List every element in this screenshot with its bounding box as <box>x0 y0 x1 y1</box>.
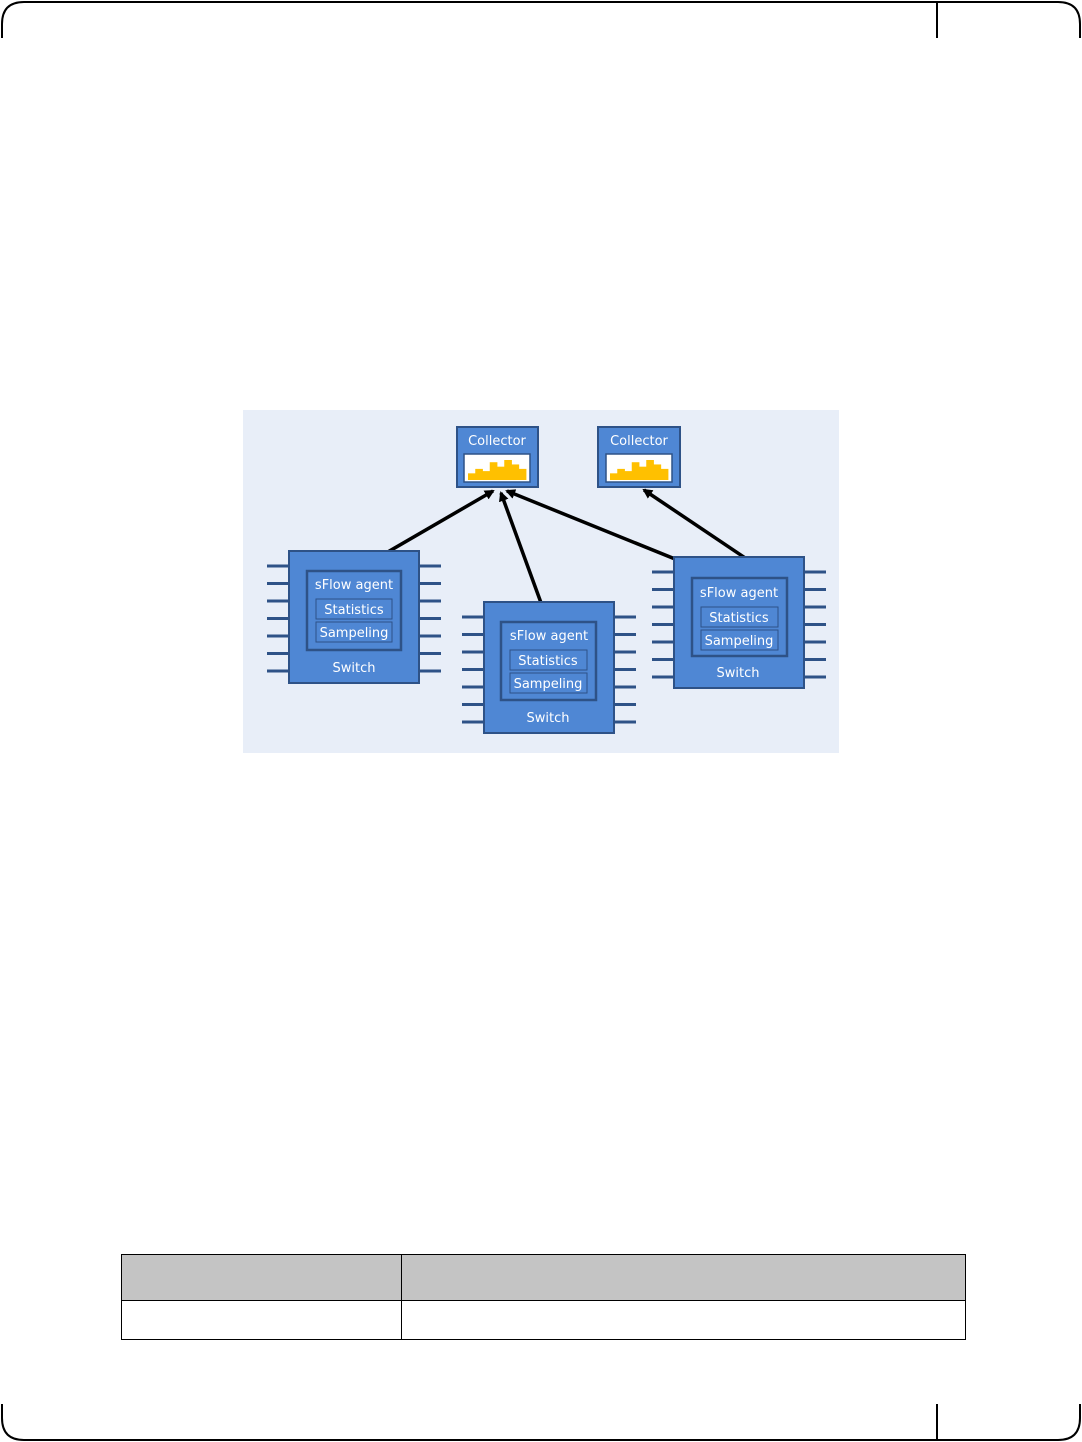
table-cell <box>121 1300 402 1340</box>
chart-bar <box>646 460 654 480</box>
chart-bar <box>518 468 527 480</box>
switch-ports <box>462 615 636 724</box>
switch-2: sFlow agent Statistics Sampeling Switch <box>462 601 636 734</box>
sflow-agent-label: sFlow agent <box>510 629 588 644</box>
statistics-box <box>509 649 588 671</box>
table-header-cell <box>401 1254 966 1301</box>
parameter-table <box>121 1254 966 1340</box>
chart-bar <box>610 473 618 480</box>
switch-label: Switch <box>527 711 570 726</box>
collector-2: Collector <box>597 426 681 488</box>
switch-3: sFlow agent Statistics Sampeling Switch <box>652 556 826 689</box>
chart-bar <box>617 468 625 480</box>
sampling-box <box>509 672 588 694</box>
statistics-label: Statistics <box>709 611 769 626</box>
chart-bar <box>497 466 505 480</box>
switch-ports <box>267 564 441 673</box>
sflow-diagram: Collector Collector sFlow agent Statisti… <box>243 410 839 753</box>
statistics-box <box>315 598 393 620</box>
chart-bar <box>489 462 498 480</box>
table-cell <box>401 1300 966 1340</box>
switch-ports <box>652 570 826 679</box>
collector-label: Collector <box>468 434 526 449</box>
parameter-table-wrapper <box>121 1254 966 1340</box>
chart-bar <box>468 473 476 480</box>
chart-bar <box>475 468 483 480</box>
sampling-label: Sampeling <box>705 634 774 649</box>
statistics-label: Statistics <box>324 603 384 618</box>
collector-chart-bars <box>468 460 527 480</box>
sampling-label: Sampeling <box>320 626 389 641</box>
chart-bar <box>511 464 520 480</box>
chart-bar <box>624 471 633 480</box>
chart-bar <box>482 471 491 480</box>
chart-bar <box>653 464 662 480</box>
collector-label: Collector <box>610 434 668 449</box>
table-header-row <box>121 1254 966 1301</box>
arrow-switch2-to-collector1 <box>499 491 550 623</box>
sflow-agent-label: sFlow agent <box>700 586 778 601</box>
sampling-box <box>315 621 393 643</box>
collector-chart-bars <box>610 460 669 480</box>
collector-1: Collector <box>456 426 539 488</box>
chart-bar <box>631 462 640 480</box>
chart-bar <box>504 460 512 480</box>
table-header-cell <box>121 1254 402 1301</box>
sampling-label: Sampeling <box>514 677 583 692</box>
chart-bar <box>639 466 647 480</box>
switch-label: Switch <box>717 666 760 681</box>
statistics-box <box>700 606 779 628</box>
statistics-label: Statistics <box>518 654 578 669</box>
chart-bar <box>660 468 669 480</box>
switch-label: Switch <box>333 661 376 676</box>
sflow-agent-label: sFlow agent <box>315 578 393 593</box>
sampling-box <box>700 629 779 651</box>
table-row <box>121 1300 966 1340</box>
switch-1: sFlow agent Statistics Sampeling Switch <box>267 550 441 684</box>
